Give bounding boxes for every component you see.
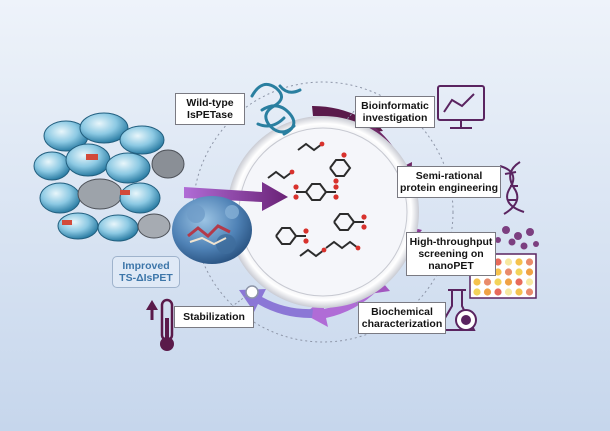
- microplate-well: [473, 288, 481, 296]
- orbit-node-5: [245, 285, 259, 299]
- molecule-oxygen-atoms: [289, 141, 367, 253]
- label-improved-line1: Improved: [122, 260, 170, 272]
- label-screening-line2: screening on: [418, 248, 484, 260]
- protein-structure-icon: [250, 82, 302, 136]
- microplate-well: [515, 268, 523, 276]
- microplate-well: [494, 268, 502, 276]
- microplate-icon: [469, 253, 537, 299]
- microplate-well: [473, 278, 481, 286]
- microplate-well: [515, 258, 523, 266]
- label-improved-line2: TS-ΔIsPET: [119, 272, 173, 284]
- central-ring: [227, 116, 419, 308]
- dna-helix-icon: [499, 161, 525, 215]
- microplate-well: [483, 278, 492, 286]
- cycle-arrow-6: [239, 289, 313, 319]
- label-semi-rational: Semi-rational protein engineering: [397, 166, 501, 198]
- microplate-well: [504, 278, 513, 286]
- microplate-well: [525, 268, 534, 276]
- microplate-well: [504, 288, 513, 296]
- label-biochemical: Biochemical characterization: [358, 302, 446, 334]
- label-screening: High-throughput screening on nanoPET: [406, 232, 496, 276]
- bead-spheres-icon: [495, 226, 539, 250]
- label-improved-variant: Improved TS-ΔIsPET: [112, 256, 180, 288]
- label-screening-line1: High-throughput: [409, 236, 493, 248]
- microplate-well: [494, 278, 502, 286]
- thermometer-icon: [146, 298, 174, 351]
- microplate-well: [525, 258, 534, 266]
- label-biochemical-line1: Biochemical: [371, 306, 433, 318]
- label-wild-type-line1: Wild-type: [186, 97, 234, 109]
- lab-flask-icon: [436, 289, 477, 331]
- label-wild-type-line2: IsPETase: [187, 109, 233, 121]
- label-stabilization: Stabilization: [174, 306, 254, 328]
- label-screening-line3: nanoPET: [428, 260, 474, 272]
- microplate-well: [525, 278, 534, 286]
- pet-bottles-image: [33, 112, 185, 242]
- microplate-well: [504, 258, 513, 266]
- improved-enzyme-structure: [172, 196, 252, 264]
- label-biochemical-line2: characterization: [361, 318, 443, 330]
- microplate-well: [515, 278, 523, 286]
- molecule-icon: [267, 142, 364, 258]
- label-bioinformatic-line2: investigation: [362, 112, 428, 124]
- label-semi-rational-line1: Semi-rational: [415, 170, 483, 182]
- dotted-orbit: [192, 81, 454, 343]
- label-wild-type: Wild-type IsPETase: [175, 93, 245, 125]
- microplate-well: [504, 268, 513, 276]
- label-bioinformatic-line1: Bioinformatic: [361, 100, 429, 112]
- microplate-well: [525, 288, 534, 296]
- computer-monitor-icon: [437, 85, 485, 129]
- microplate-well: [494, 258, 502, 266]
- input-arrow: [184, 182, 288, 211]
- label-stabilization-text: Stabilization: [183, 311, 245, 323]
- microplate-well: [494, 288, 502, 296]
- label-semi-rational-line2: protein engineering: [400, 182, 499, 194]
- microplate-well: [515, 288, 523, 296]
- label-bioinformatic: Bioinformatic investigation: [355, 96, 435, 128]
- microplate-well: [483, 288, 492, 296]
